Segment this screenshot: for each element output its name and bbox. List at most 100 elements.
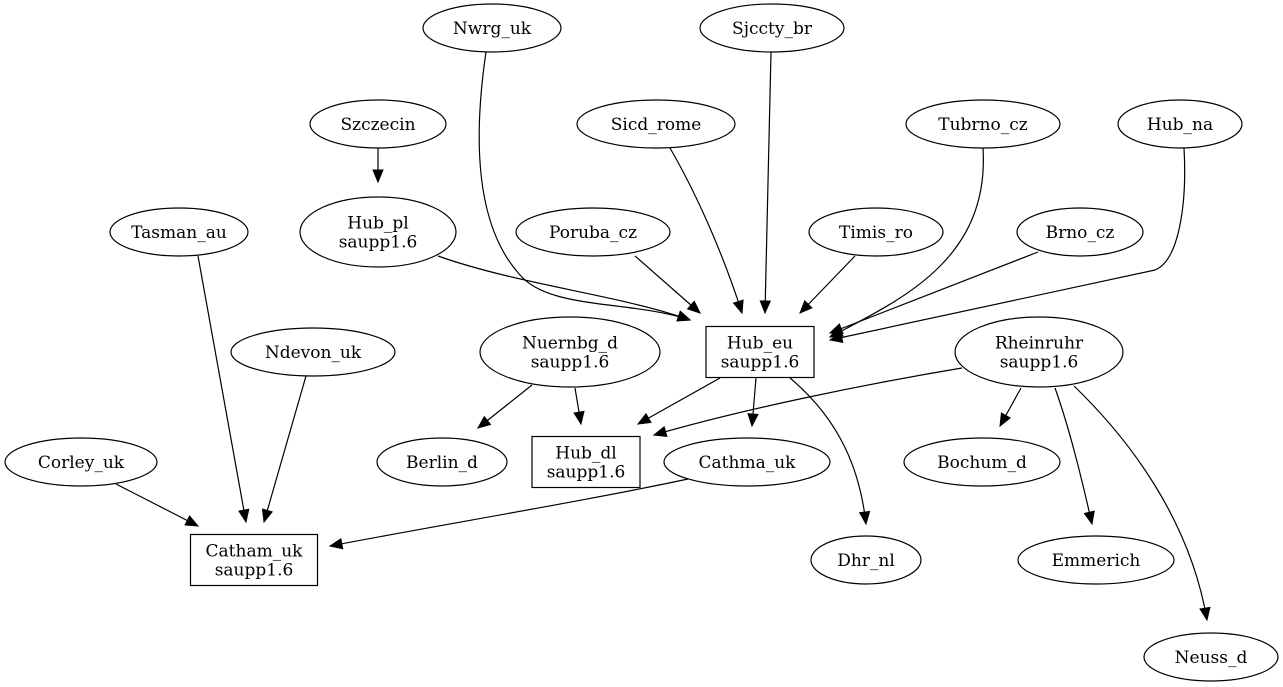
node-ellipse bbox=[1016, 207, 1144, 257]
arrowhead-icon bbox=[999, 412, 1012, 428]
edge-line bbox=[329, 478, 689, 547]
edge-szczecin-to-hub-pl bbox=[372, 148, 384, 184]
node-ellipse bbox=[576, 99, 736, 149]
arrowhead-icon bbox=[858, 510, 871, 526]
node-bochum-d[interactable]: Bochum_d bbox=[903, 437, 1061, 487]
node-label: Tubrno_cz bbox=[938, 115, 1028, 135]
edge-line bbox=[1054, 387, 1093, 525]
edge-line bbox=[829, 147, 1186, 341]
node-sublabel: saupp1.6 bbox=[339, 233, 418, 253]
node-ellipse bbox=[905, 99, 1061, 149]
edge-line bbox=[829, 251, 1039, 334]
node-label: Tasman_au bbox=[131, 223, 227, 243]
edge-nuernbg-d-to-berlin-d bbox=[476, 384, 533, 429]
node-ellipse bbox=[1117, 99, 1243, 149]
arrowhead-icon bbox=[328, 538, 344, 550]
node-label: Brno_cz bbox=[1046, 223, 1115, 243]
edge-line bbox=[263, 375, 307, 523]
edge-sicd-rome-to-hub-eu bbox=[669, 147, 744, 315]
edge-ndevon-uk-to-catham-uk bbox=[261, 375, 307, 524]
node-sublabel: saupp1.6 bbox=[721, 353, 800, 373]
arrowhead-icon bbox=[759, 300, 772, 315]
node-ellipse bbox=[299, 196, 457, 268]
edge-rheinruhr-to-hub-dl bbox=[652, 367, 963, 438]
node-brno-cz[interactable]: Brno_cz bbox=[1016, 207, 1144, 257]
node-berlin-d[interactable]: Berlin_d bbox=[376, 437, 508, 487]
node-ellipse bbox=[954, 316, 1124, 388]
node-timis-ro[interactable]: Timis_ro bbox=[808, 207, 944, 257]
node-label: Nwrg_uk bbox=[453, 19, 532, 39]
node-sublabel: saupp1.6 bbox=[1000, 353, 1079, 373]
node-ellipse bbox=[1143, 632, 1279, 682]
arrowhead-icon bbox=[686, 300, 701, 314]
arrowhead-icon bbox=[828, 331, 844, 343]
arrowhead-icon bbox=[676, 310, 692, 322]
edge-corley-uk-to-catham-uk bbox=[115, 483, 200, 527]
edge-line bbox=[799, 255, 856, 314]
node-neuss-d[interactable]: Neuss_d bbox=[1143, 632, 1279, 682]
edge-line bbox=[764, 51, 772, 314]
edge-line bbox=[197, 255, 247, 523]
node-label: Rheinruhr bbox=[995, 334, 1084, 354]
arrowhead-icon bbox=[238, 508, 250, 524]
node-nwrg-uk[interactable]: Nwrg_uk bbox=[422, 3, 562, 53]
arrowhead-icon bbox=[732, 299, 744, 315]
node-box bbox=[705, 325, 815, 379]
node-sicd-rome[interactable]: Sicd_rome bbox=[576, 99, 736, 149]
edge-rheinruhr-to-emmerich bbox=[1054, 387, 1095, 526]
node-label: Timis_ro bbox=[839, 223, 913, 243]
node-szczecin[interactable]: Szczecin bbox=[309, 99, 447, 149]
edge-rheinruhr-to-neuss-d bbox=[1073, 385, 1211, 622]
node-emmerich[interactable]: Emmerich bbox=[1017, 535, 1175, 585]
node-hub-na[interactable]: Hub_na bbox=[1117, 99, 1243, 149]
node-label: Ndevon_uk bbox=[265, 343, 362, 363]
arrowhead-icon bbox=[476, 415, 492, 429]
arrowhead-icon bbox=[636, 412, 652, 425]
node-label: Catham_uk bbox=[206, 542, 304, 562]
arrowhead-icon bbox=[1199, 606, 1211, 622]
edge-line bbox=[478, 51, 691, 321]
node-cathma-uk[interactable]: Cathma_uk bbox=[663, 437, 831, 487]
arrowhead-icon bbox=[828, 323, 844, 334]
node-ellipse bbox=[422, 3, 562, 53]
node-corley-uk[interactable]: Corley_uk bbox=[4, 437, 158, 487]
node-label: Hub_na bbox=[1147, 115, 1213, 135]
node-label: Bochum_d bbox=[937, 453, 1027, 473]
node-label: Corley_uk bbox=[38, 453, 125, 473]
node-label: Hub_eu bbox=[727, 334, 793, 354]
node-tubrno-cz[interactable]: Tubrno_cz bbox=[905, 99, 1061, 149]
edge-line bbox=[115, 483, 199, 527]
edge-line bbox=[634, 255, 701, 314]
node-ellipse bbox=[699, 3, 845, 53]
edge-hub-eu-to-hub-dl bbox=[636, 377, 721, 425]
node-label: Cathma_uk bbox=[699, 453, 797, 473]
edge-cathma-uk-to-catham-uk bbox=[328, 478, 689, 550]
arrowhead-icon bbox=[372, 169, 384, 184]
edge-line bbox=[669, 147, 743, 314]
arrowhead-icon bbox=[1083, 510, 1095, 526]
node-ellipse bbox=[109, 207, 249, 257]
node-ellipse bbox=[309, 99, 447, 149]
node-tasman-au[interactable]: Tasman_au bbox=[109, 207, 249, 257]
node-sjccty-br[interactable]: Sjccty_br bbox=[699, 3, 845, 53]
node-sublabel: saupp1.6 bbox=[531, 353, 610, 373]
edge-tasman-au-to-catham-uk bbox=[197, 255, 250, 524]
node-dhr-nl[interactable]: Dhr_nl bbox=[810, 535, 922, 585]
edge-line bbox=[1073, 385, 1208, 621]
node-ndevon-uk[interactable]: Ndevon_uk bbox=[230, 327, 396, 377]
node-poruba-cz[interactable]: Poruba_cz bbox=[515, 207, 671, 257]
edge-nwrg-uk-to-hub-eu bbox=[478, 51, 692, 322]
node-label: Dhr_nl bbox=[837, 551, 895, 571]
edge-timis-ro-to-hub-eu bbox=[799, 255, 856, 314]
node-label: Sjccty_br bbox=[732, 19, 813, 39]
edge-line bbox=[653, 367, 963, 436]
node-ellipse bbox=[810, 535, 922, 585]
